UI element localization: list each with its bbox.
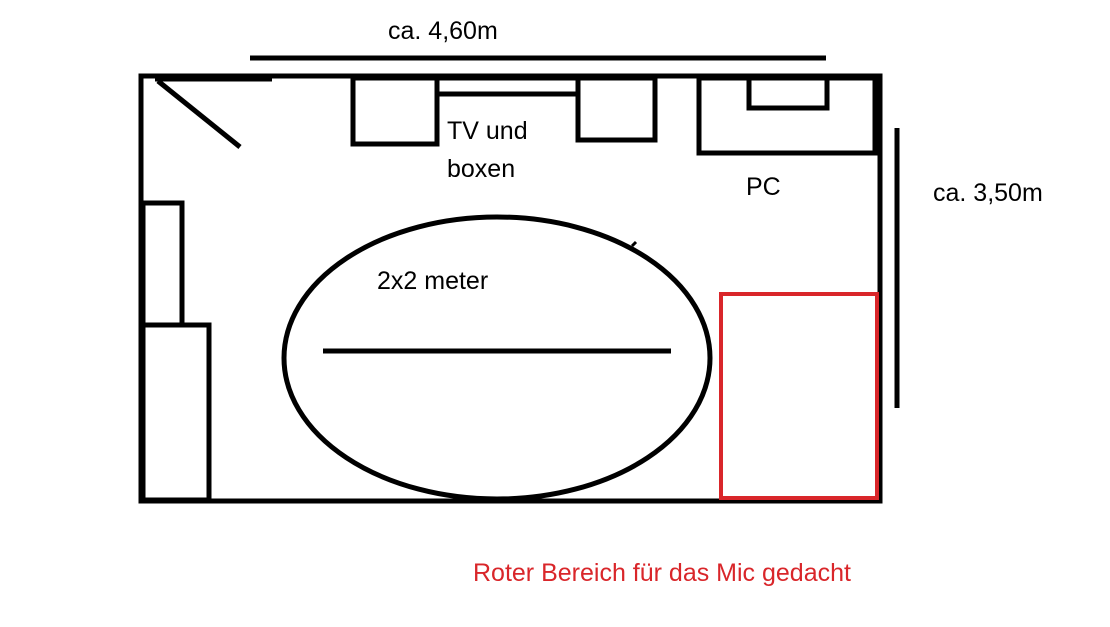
door-swing (156, 79, 242, 149)
tv-label-line2: boxen (447, 155, 516, 183)
pc-monitor (746, 75, 830, 111)
rug-label: 2x2 meter (377, 267, 489, 295)
tv-unit (434, 75, 581, 97)
shelf-small (140, 200, 185, 328)
rug-stroke-tick (630, 240, 638, 248)
shelf-large (140, 322, 212, 503)
pc-label: PC (746, 173, 781, 201)
mic-area-highlight (719, 292, 879, 500)
mic-area-note: Roter Bereich für das Mic gedacht (473, 559, 851, 587)
speaker-left (350, 75, 440, 147)
pc-desk (696, 75, 878, 156)
tv-label-line1: TV und (447, 117, 528, 145)
speaker-right (575, 75, 658, 143)
height-label: ca. 3,50m (933, 179, 1043, 207)
width-label: ca. 4,60m (388, 17, 498, 45)
drawing-lines (138, 55, 900, 504)
rug-ellipse (281, 214, 713, 502)
